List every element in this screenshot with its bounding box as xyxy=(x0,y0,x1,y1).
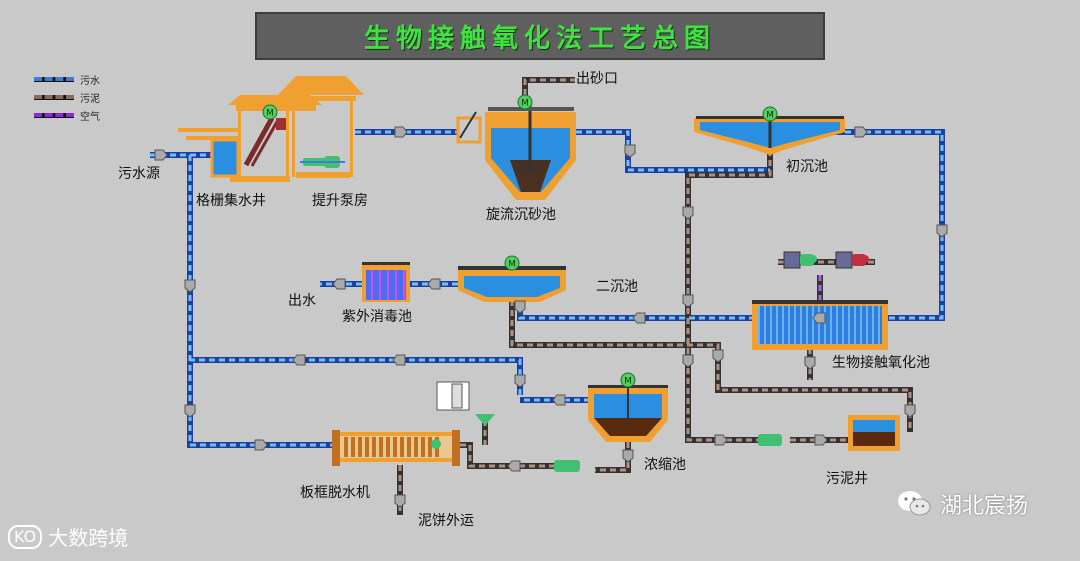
flow-arrow xyxy=(936,224,948,238)
watermark-text: 大数跨境 xyxy=(48,526,129,550)
legend-item-sludge: 污泥 xyxy=(34,88,100,106)
flow-arrow xyxy=(624,144,636,158)
motor-badges: M M M M M xyxy=(262,94,778,388)
air-blowers xyxy=(783,251,869,269)
flow-arrow xyxy=(292,354,306,366)
svg-text:M: M xyxy=(521,99,529,109)
label-filter-press: 板框脱水机 xyxy=(300,485,370,501)
sludge-primary xyxy=(685,150,773,443)
bio-oxidation-tank xyxy=(752,300,888,350)
flow-arrow xyxy=(552,394,566,406)
motor-badge: M xyxy=(504,255,520,271)
flow-arrow xyxy=(712,349,724,363)
motor-badge: M xyxy=(262,104,278,120)
flow-arrow xyxy=(904,404,916,418)
filter-press xyxy=(332,430,460,466)
secondary-clarifier xyxy=(458,266,566,302)
flow-arrow xyxy=(622,449,634,463)
label-effluent: 出水 xyxy=(288,293,316,309)
wechat-icon xyxy=(898,491,931,516)
diagram-title-box: 生物接触氧化法工艺总图 xyxy=(255,12,825,60)
flow-arrow xyxy=(682,206,694,220)
flow-arrow xyxy=(804,356,816,370)
svg-text:M: M xyxy=(266,109,274,119)
svg-text:M: M xyxy=(508,260,516,270)
pipe-primary-to-bio xyxy=(835,129,945,321)
flow-arrow xyxy=(814,434,828,446)
flow-arrow xyxy=(854,126,868,138)
label-thickener: 浓缩池 xyxy=(644,457,686,473)
motor-badge: M xyxy=(517,94,533,110)
flow-arrow xyxy=(392,354,406,366)
flow-arrow xyxy=(514,374,526,388)
flow-arrow xyxy=(507,460,521,472)
label-sand-outlet: 出砂口 xyxy=(576,71,618,87)
label-bio-oxidation: 生物接触氧化池 xyxy=(832,355,930,371)
label-secondary-clarifier: 二沉池 xyxy=(596,279,638,295)
uv-disinfection-tank xyxy=(362,262,410,302)
watermark: KO 大数跨境 xyxy=(8,522,128,551)
lift-pump-house xyxy=(278,76,364,178)
diagram-title: 生物接触氧化法工艺总图 xyxy=(363,23,716,54)
flow-arrow xyxy=(632,312,646,324)
legend: 污水 污泥 空气 xyxy=(34,70,100,124)
label-grille-well: 格栅集水井 xyxy=(196,193,266,209)
label-sludge-cake: 泥饼外运 xyxy=(418,513,474,529)
flow-arrow xyxy=(254,439,268,451)
flow-arrow xyxy=(394,126,408,138)
legend-item-water: 污水 xyxy=(34,70,100,88)
flow-arrow xyxy=(154,149,168,161)
brand-badge: 湖北宸扬 xyxy=(896,488,1028,520)
pipe-network xyxy=(150,77,945,515)
flow-arrow xyxy=(394,494,406,508)
pipe-sand-outlet xyxy=(522,77,575,95)
sludge-well xyxy=(848,415,900,451)
grille-well xyxy=(178,95,322,182)
flow-arrow xyxy=(812,312,826,324)
svg-text:M: M xyxy=(766,111,774,121)
label-uv-disinfection: 紫外消毒池 xyxy=(342,309,412,325)
chemical-dosing xyxy=(436,381,495,426)
primary-clarifier xyxy=(694,116,845,155)
sludge-thickener xyxy=(588,382,668,442)
flow-arrow xyxy=(682,294,694,308)
flow-arrow xyxy=(184,279,196,293)
flow-arrow xyxy=(332,278,346,290)
label-primary-clarifier: 初沉池 xyxy=(786,159,828,175)
vortex-grit-chamber xyxy=(456,102,576,200)
flow-arrow xyxy=(682,354,694,368)
flow-arrows xyxy=(154,126,948,508)
svg-text:M: M xyxy=(624,377,632,387)
watermark-logo: KO xyxy=(8,524,43,549)
label-lift-pump: 提升泵房 xyxy=(312,193,368,209)
label-vortex-grit: 旋流沉砂池 xyxy=(486,207,556,223)
sludge-pumps xyxy=(554,434,782,472)
pipe-return-water xyxy=(190,357,523,395)
brand-name: 湖北宸扬 xyxy=(940,494,1029,519)
flow-arrow xyxy=(514,300,526,314)
flow-arrow xyxy=(427,278,441,290)
legend-item-air: 空气 xyxy=(34,106,100,124)
label-sludge-well: 污泥井 xyxy=(826,471,868,487)
label-sewage-source: 污水源 xyxy=(118,166,160,182)
flow-arrow xyxy=(184,404,196,418)
motor-badge: M xyxy=(762,106,778,122)
motor-badge: M xyxy=(620,372,636,388)
flow-arrow xyxy=(714,434,728,446)
